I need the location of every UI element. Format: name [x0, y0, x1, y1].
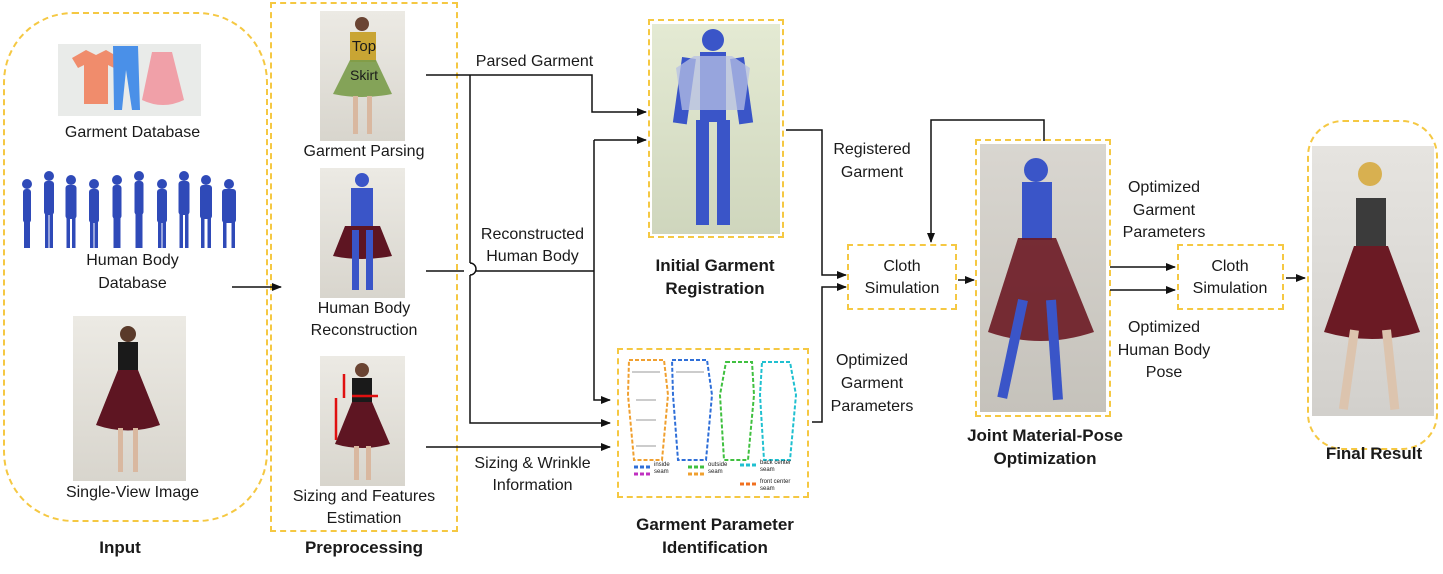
cloth-sim-2-label-2: Simulation [1192, 280, 1268, 297]
sizing-figure [334, 363, 390, 480]
identification-title-2: Identification [662, 538, 768, 557]
opt-params-label-2: Garment [840, 375, 904, 392]
final-title: Final Result [1325, 444, 1423, 463]
top-tag: Top [351, 38, 377, 55]
cloth-sim-2-label-1: Cloth [1211, 258, 1249, 275]
body-model-icon [44, 171, 54, 248]
pattern-legend-swatches [634, 463, 758, 486]
body-model-icon [89, 179, 99, 248]
preprocessing-title: Preprocessing [304, 538, 424, 557]
connectors [232, 74, 1306, 451]
body-model-icon [134, 171, 144, 248]
input-frame [3, 12, 268, 522]
preprocessing-frame [270, 2, 458, 532]
cloth-sim-2-frame [1177, 244, 1284, 310]
single-view-figure [96, 326, 160, 472]
identification-pattern-area [621, 352, 805, 494]
final-frame [1307, 120, 1438, 450]
sizing-wrinkle-label-2: Information [492, 477, 573, 494]
t-shirt-icon [72, 50, 120, 104]
skirt-icon [142, 52, 184, 105]
opt-params-label-3: Parameters [830, 398, 914, 415]
body-model-icon [200, 175, 212, 248]
single-view-image-label: Single-View Image [65, 484, 200, 501]
opt-pose-label-3: Pose [1145, 364, 1183, 381]
opt-params-label-1: Optimized [835, 352, 909, 369]
top-region [350, 32, 376, 62]
sizing-label-2: Estimation [326, 510, 402, 527]
body-model-icon [112, 175, 122, 248]
body-model-icon [178, 171, 190, 248]
reconstructed-label-2: Human Body [486, 248, 579, 265]
garment-parsing-label: Garment Parsing [303, 143, 425, 160]
registered-label-1: Registered [833, 141, 911, 158]
sizing-label-1: Sizing and Features [292, 488, 436, 505]
body-model-icon [222, 179, 236, 248]
cloth-sim-1-frame [847, 244, 957, 310]
identification-title-1: Garment Parameter [636, 515, 794, 534]
pants-icon [113, 46, 140, 110]
joint-optimization-figure [988, 158, 1094, 401]
cloth-sim-1-label-2: Simulation [864, 280, 940, 297]
body-model-icon [157, 179, 167, 248]
skirt-region [333, 60, 392, 97]
body-reconstruction-label-2: Reconstruction [310, 322, 418, 339]
opt-pose-label-2: Human Body [1117, 342, 1211, 359]
parsed-garment-label: Parsed Garment [475, 53, 594, 70]
body-model-icon [65, 175, 77, 248]
human-body-database-label-1: Human Body [86, 252, 179, 269]
body-reconstruction-label-1: Human Body [317, 300, 411, 317]
garment-database-icons [58, 44, 201, 116]
joint-optimization-title-1: Joint Material-Pose [967, 426, 1123, 445]
legend-front-center-seam: front center seam [760, 479, 791, 492]
human-body-database-icons [22, 171, 236, 248]
joint-optimization-title-2: Optimization [993, 449, 1097, 468]
final-figure [1324, 162, 1420, 410]
body-model-icon [22, 179, 32, 248]
input-title: Input [99, 538, 141, 557]
reconstructed-label-1: Reconstructed [480, 226, 585, 243]
identification-frame [617, 348, 809, 498]
reconstruction-figure [333, 173, 392, 290]
cloth-sim-1-label-1: Cloth [883, 258, 921, 275]
human-body-database-label-2: Database [98, 275, 167, 292]
joint-optimization-frame [975, 139, 1111, 417]
opt-garment-label-2: Garment [1132, 202, 1196, 219]
opt-pose-label-1: Optimized [1127, 319, 1201, 336]
opt-garment-label-3: Parameters [1122, 224, 1206, 241]
registered-label-2: Garment [840, 164, 904, 181]
registration-title-1: Initial Garment [655, 256, 775, 275]
sizing-wrinkle-label-1: Sizing & Wrinkle [474, 455, 591, 472]
legend-inside-seam: inside seam [654, 462, 670, 475]
skirt-tag: Skirt [350, 67, 378, 83]
legend-back-center-seam: back center seam [760, 460, 792, 473]
parsing-figure [333, 17, 392, 134]
registration-title-2: Registration [665, 279, 765, 298]
opt-garment-label-1: Optimized [1127, 179, 1201, 196]
legend-outside-seam: outside seam [708, 462, 728, 475]
garment-database-label: Garment Database [64, 124, 201, 141]
registration-frame [648, 19, 784, 238]
pattern-pieces [626, 359, 798, 461]
registration-figure [672, 29, 754, 225]
